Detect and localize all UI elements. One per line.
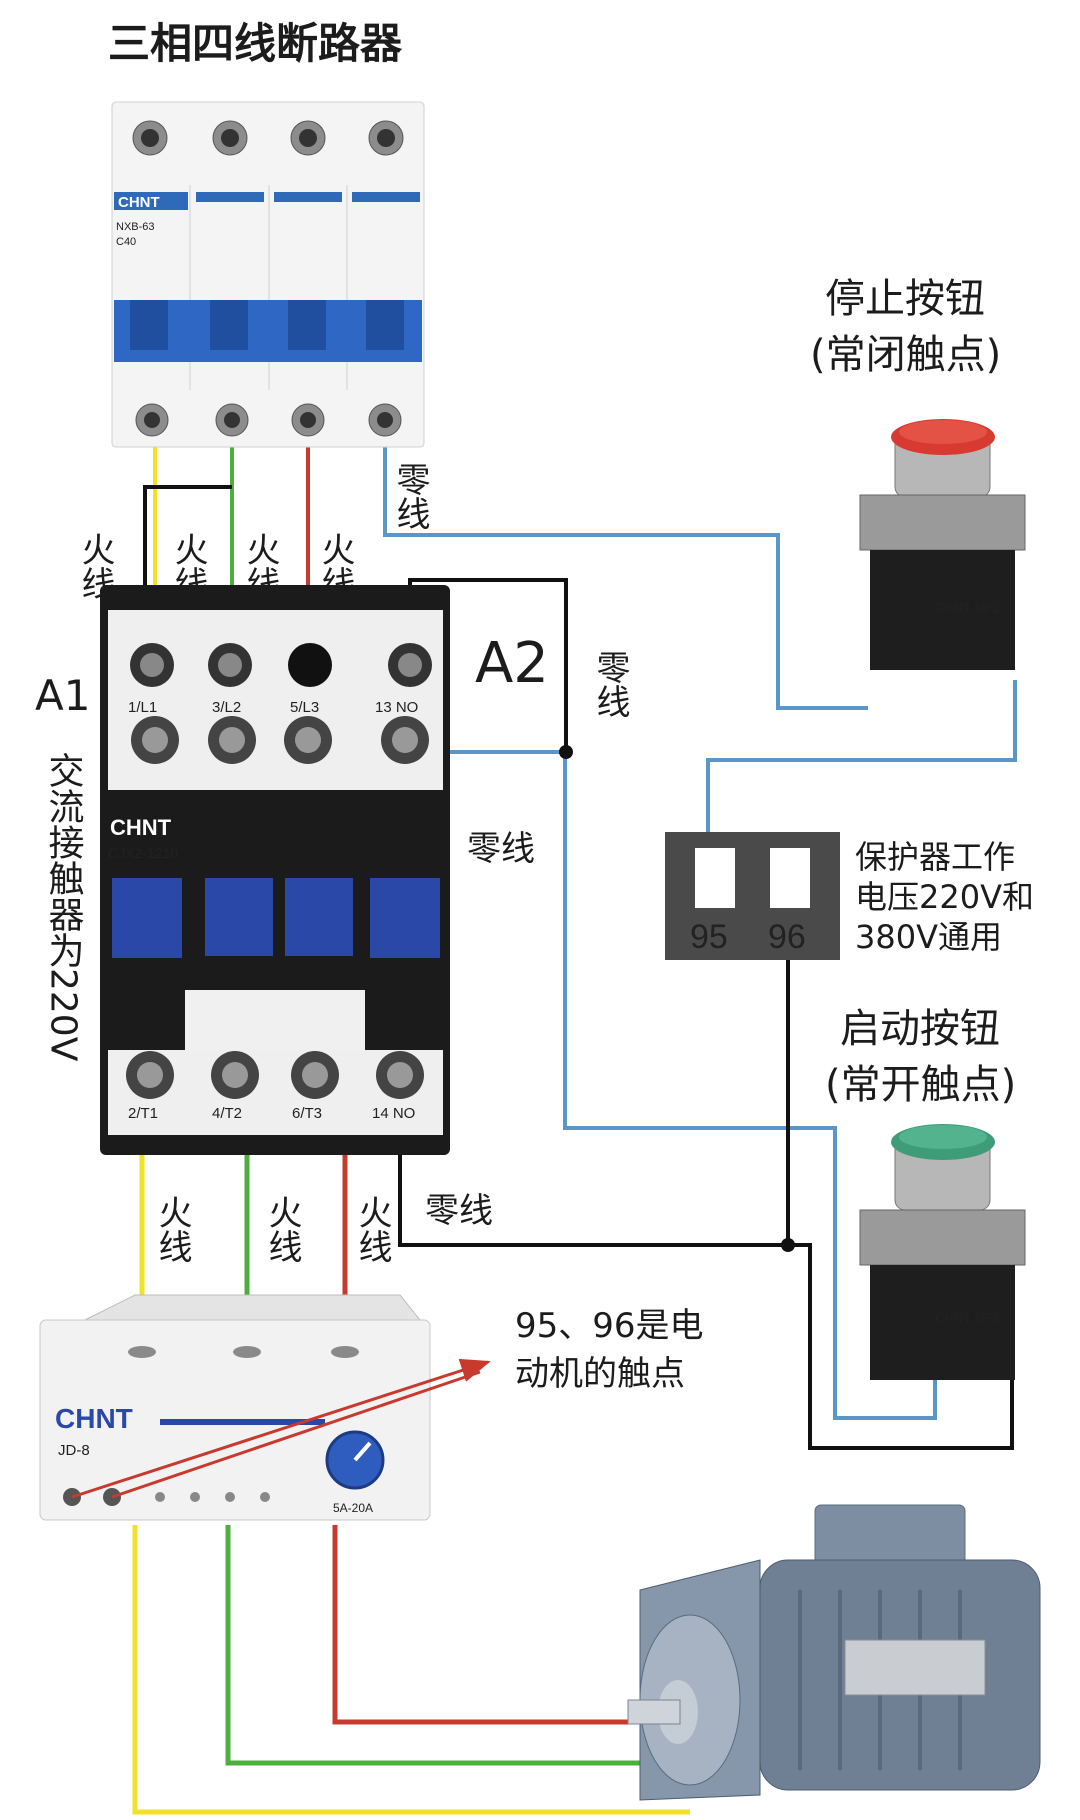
arrow-note-line2: 动机的触点: [515, 1354, 685, 1394]
stop-button-title: 停止按钮: [825, 276, 985, 322]
protector-note-line2: 电压220V和: [855, 878, 1034, 916]
breaker-model: NXB-63: [116, 221, 155, 233]
stop-button-plate: CHNT NP2: [935, 600, 1000, 615]
label-live-5: 火线: [152, 1195, 192, 1263]
contact-95: 95: [690, 918, 728, 956]
breaker: CHNT NXB-63 C40: [111, 101, 425, 448]
label-live-7: 火线: [352, 1195, 392, 1263]
start-button-subtitle: (常开触点): [825, 1062, 1016, 1108]
terminal-label-6: 6/T3: [292, 1105, 322, 1122]
arrow-note-line1: 95、96是电: [515, 1306, 704, 1346]
diagram-title: 三相四线断路器: [108, 19, 403, 68]
label-neutral-2: 零线: [590, 650, 630, 718]
arrow-note: 95、96是电 动机的触点: [515, 1306, 704, 1394]
breaker-rating: C40: [116, 236, 136, 248]
contactor: 1/L1 3/L2 5/L3 13 NO CHNT CJX2-1210 2/T1…: [100, 585, 450, 1155]
contactor-top-terminals: [130, 643, 432, 764]
label-live-6: 火线: [262, 1195, 302, 1263]
terminal-label-14: 14 NO: [372, 1105, 415, 1122]
contact-96: 96: [768, 918, 806, 956]
protector-contacts: 95 96: [665, 832, 840, 960]
protector-note: 保护器工作 电压220V和 380V通用: [855, 838, 1034, 956]
terminal-label-3: 3/L2: [212, 699, 241, 716]
motor-icon: [627, 1504, 1041, 1801]
breaker-top-screws: [132, 120, 404, 156]
wire-start-return: [788, 1243, 1014, 1450]
wire-motor-green: [225, 1525, 700, 1766]
junction-a2: [559, 745, 573, 759]
wire-stop-to-95: [706, 680, 1017, 850]
protector-note-line1: 保护器工作: [855, 838, 1015, 876]
breaker-bottom-screws: [135, 403, 402, 437]
stop-button[interactable]: CHNT NP2: [859, 419, 1026, 670]
stop-button-subtitle: (常闭触点): [810, 332, 1001, 378]
wire-neutral-main: [383, 445, 868, 710]
label-neutral-4: 零线: [425, 1191, 493, 1231]
wire-motor-yellow: [132, 1525, 690, 1815]
protector-model: JD-8: [58, 1442, 90, 1459]
contactor-model: CJX2-1210: [108, 845, 178, 861]
motor-protector: CHNT JD-8 5A-20A: [39, 1294, 431, 1521]
start-button[interactable]: CHNT NP2: [859, 1124, 1026, 1380]
protector-note-line3: 380V通用: [855, 918, 1002, 956]
terminal-label-13: 13 NO: [375, 699, 418, 716]
junction-96: [781, 1238, 795, 1252]
label-neutral-3: 零线: [467, 829, 535, 869]
start-button-plate: CHNT NP2: [935, 1310, 1000, 1325]
breaker-toggle[interactable]: [114, 300, 422, 362]
wire-motor-red: [332, 1525, 690, 1725]
terminal-label-4: 4/T2: [212, 1105, 242, 1122]
label-a1: A1: [35, 671, 90, 720]
protector-range: 5A-20A: [333, 1501, 373, 1515]
contactor-bottom-terminals: [126, 1051, 424, 1099]
wire-96-to-start: [398, 940, 790, 1247]
protector-brand: CHNT: [55, 1403, 133, 1434]
start-button-title: 启动按钮: [840, 1006, 1000, 1052]
wires: [132, 445, 1017, 1815]
terminal-label-1: 1/L1: [128, 699, 157, 716]
annotation-arrows: [71, 1358, 491, 1499]
breaker-brand: CHNT: [118, 194, 160, 211]
terminal-label-5: 5/L3: [290, 699, 319, 716]
live-labels-bottom: 火线 火线 火线: [152, 1195, 392, 1263]
contactor-side-label: 交流接触器为220V: [43, 752, 84, 1062]
label-neutral-1: 零线: [390, 462, 430, 530]
contactor-brand: CHNT: [110, 815, 172, 840]
label-a2: A2: [475, 631, 549, 696]
terminal-label-2: 2/T1: [128, 1105, 158, 1122]
